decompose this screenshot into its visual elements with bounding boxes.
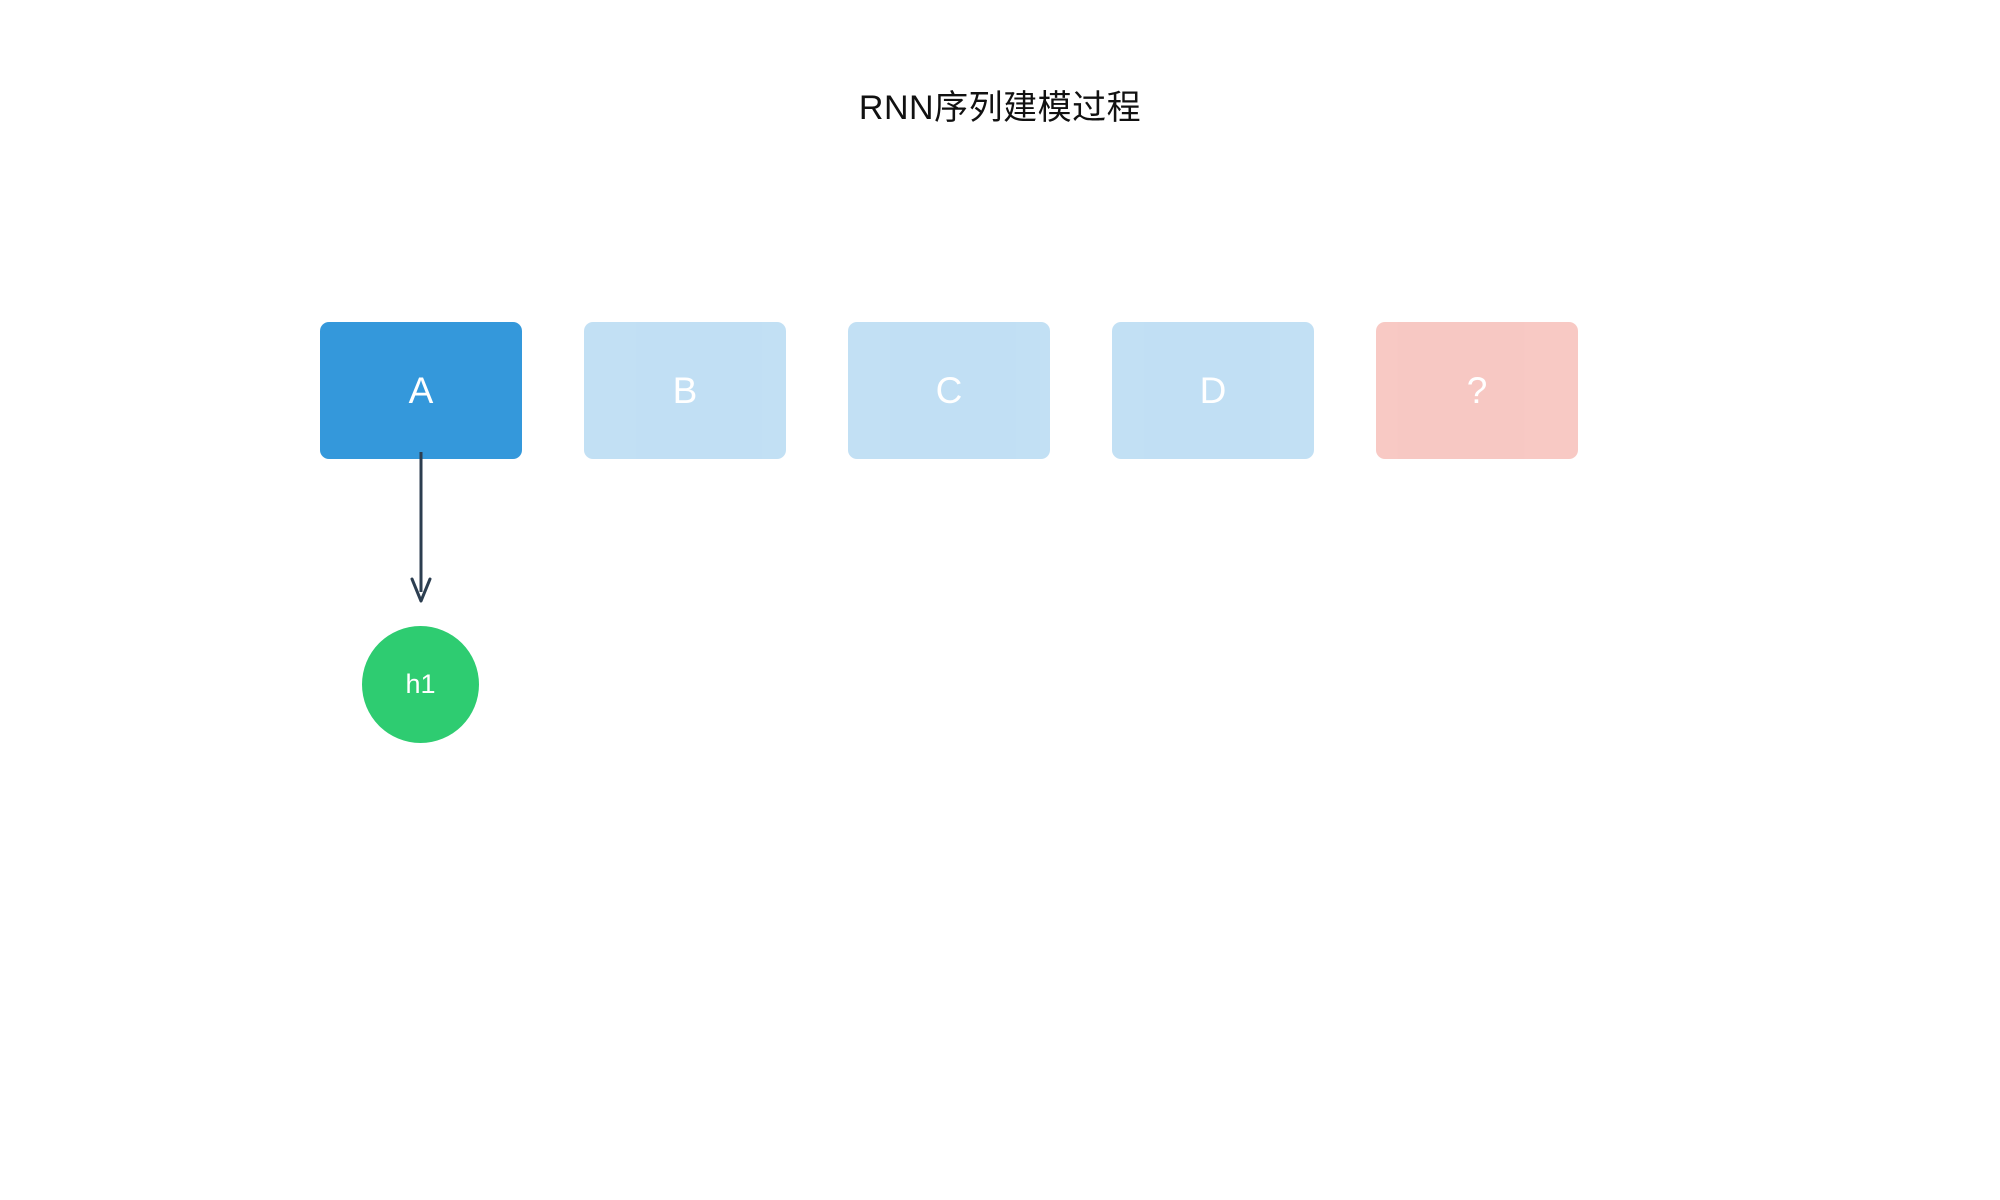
token-box-c[interactable]: C bbox=[848, 322, 1050, 459]
token-label-a: A bbox=[408, 370, 434, 411]
token-label-prediction: ? bbox=[1466, 370, 1488, 411]
token-label-b: B bbox=[672, 370, 698, 411]
token-label-d: D bbox=[1199, 370, 1227, 411]
arrow-head bbox=[410, 577, 432, 603]
token-box-d[interactable]: D bbox=[1112, 322, 1314, 459]
sequence-row: A B C D ? bbox=[320, 322, 1578, 459]
token-label-c: C bbox=[935, 370, 963, 411]
arrow-down-icon bbox=[410, 452, 432, 603]
token-box-a[interactable]: A bbox=[320, 322, 522, 459]
token-box-prediction[interactable]: ? bbox=[1376, 322, 1578, 459]
token-box-b[interactable]: B bbox=[584, 322, 786, 459]
hidden-state-label-h1: h1 bbox=[405, 669, 436, 699]
page-title: RNN序列建模过程 bbox=[858, 89, 1142, 127]
hidden-state-node-h1[interactable]: h1 bbox=[362, 626, 479, 743]
